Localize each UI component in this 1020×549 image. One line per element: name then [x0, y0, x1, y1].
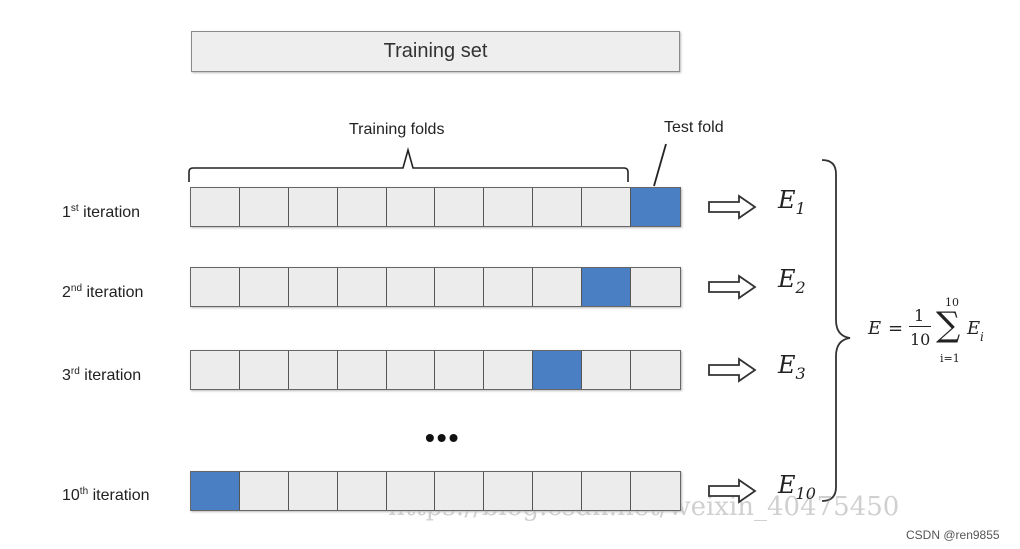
training-fold-cell: [288, 188, 338, 226]
training-fold-cell: [435, 472, 485, 510]
formula-sum-lower: i=1: [940, 352, 960, 365]
error-subscript: 2: [795, 278, 806, 297]
formula-numerator: 1: [914, 306, 925, 325]
iteration-number: 1: [62, 204, 71, 221]
training-fold-cell: [288, 351, 338, 389]
formula-equals: =: [888, 318, 904, 339]
training-fold-cell: [631, 472, 680, 510]
total-error-brace: [821, 159, 851, 502]
iteration-word: iteration: [86, 284, 144, 301]
error-label: E3: [778, 351, 806, 383]
training-fold-cell: [582, 472, 632, 510]
error-symbol: E: [778, 471, 796, 499]
average-error-formula: E = 1 10 10 ∑ i=1 E i: [868, 296, 1008, 376]
training-fold-cell: [582, 351, 632, 389]
formula-sum-upper: 10: [945, 296, 959, 309]
iteration-word: iteration: [92, 487, 150, 504]
training-fold-cell: [435, 188, 485, 226]
training-fold-cell: [191, 268, 240, 306]
result-arrow-icon: [708, 194, 757, 220]
error-symbol: E: [778, 265, 796, 293]
training-fold-cell: [533, 472, 583, 510]
test-fold-label: Test fold: [664, 119, 724, 136]
training-fold-cell: [239, 472, 289, 510]
training-fold-cell: [533, 188, 583, 226]
fold-row: [190, 187, 681, 227]
error-label: E2: [778, 265, 806, 297]
training-fold-cell: [239, 268, 289, 306]
iteration-number: 3: [62, 367, 71, 384]
iteration-ordinal-suffix: nd: [70, 283, 83, 294]
iteration-word: iteration: [84, 367, 142, 384]
training-fold-cell: [386, 268, 436, 306]
result-arrow-icon: [708, 478, 757, 504]
formula-denominator: 10: [910, 330, 931, 349]
training-folds-label: Training folds: [349, 121, 445, 138]
training-fold-cell: [337, 351, 387, 389]
training-fold-cell: [386, 188, 436, 226]
test-fold-cell: [631, 188, 680, 226]
iteration-number: 2: [62, 284, 71, 301]
test-fold-cell: [191, 472, 240, 510]
training-fold-cell: [239, 188, 289, 226]
iteration-ordinal-suffix: st: [70, 203, 79, 214]
error-subscript: 1: [795, 199, 806, 218]
training-fold-cell: [484, 351, 534, 389]
iteration-label: 10th iteration: [62, 486, 150, 505]
iteration-number: 10: [62, 487, 80, 504]
training-fold-cell: [631, 351, 680, 389]
training-fold-cell: [191, 351, 240, 389]
training-fold-cell: [435, 351, 485, 389]
iteration-ordinal-suffix: th: [79, 486, 89, 497]
result-arrow-icon: [708, 357, 757, 383]
fold-row: [190, 267, 681, 307]
training-fold-cell: [484, 188, 534, 226]
test-fold-cell: [582, 268, 632, 306]
error-subscript: 10: [795, 484, 816, 503]
training-fold-cell: [239, 351, 289, 389]
test-fold-pointer: [653, 143, 667, 187]
formula-lhs: E: [868, 318, 882, 339]
iteration-label: 3rd iteration: [62, 366, 141, 385]
training-fold-cell: [582, 188, 632, 226]
error-label: E10: [778, 471, 816, 503]
formula-term-base: E: [967, 318, 981, 339]
training-fold-cell: [337, 472, 387, 510]
iteration-label: 2nd iteration: [62, 283, 143, 302]
error-subscript: 3: [795, 364, 806, 383]
error-symbol: E: [778, 186, 796, 214]
iteration-label: 1st iteration: [62, 203, 140, 222]
training-set-box: Training set: [191, 31, 680, 72]
training-fold-cell: [386, 472, 436, 510]
training-fold-cell: [288, 472, 338, 510]
training-fold-cell: [337, 268, 387, 306]
fold-row: [190, 350, 681, 390]
training-fold-cell: [435, 268, 485, 306]
iteration-word: iteration: [83, 204, 141, 221]
error-label: E1: [778, 186, 806, 218]
error-symbol: E: [778, 351, 796, 379]
credit-label: CSDN @ren9855: [906, 528, 1000, 542]
training-fold-cell: [337, 188, 387, 226]
sum-symbol: ∑: [936, 305, 961, 345]
test-fold-cell: [533, 351, 583, 389]
fold-row: [190, 471, 681, 511]
training-fold-cell: [631, 268, 680, 306]
ellipsis: •••: [425, 422, 461, 453]
formula-term-sub: i: [980, 330, 984, 344]
training-fold-cell: [484, 268, 534, 306]
result-arrow-icon: [708, 274, 757, 300]
formula-fraction-bar: [909, 326, 931, 327]
training-fold-cell: [533, 268, 583, 306]
training-fold-cell: [386, 351, 436, 389]
training-fold-cell: [288, 268, 338, 306]
iteration-ordinal-suffix: rd: [70, 366, 80, 377]
training-fold-cell: [484, 472, 534, 510]
training-fold-cell: [191, 188, 240, 226]
training-set-label: Training set: [383, 40, 488, 62]
training-folds-brace: [188, 147, 629, 182]
